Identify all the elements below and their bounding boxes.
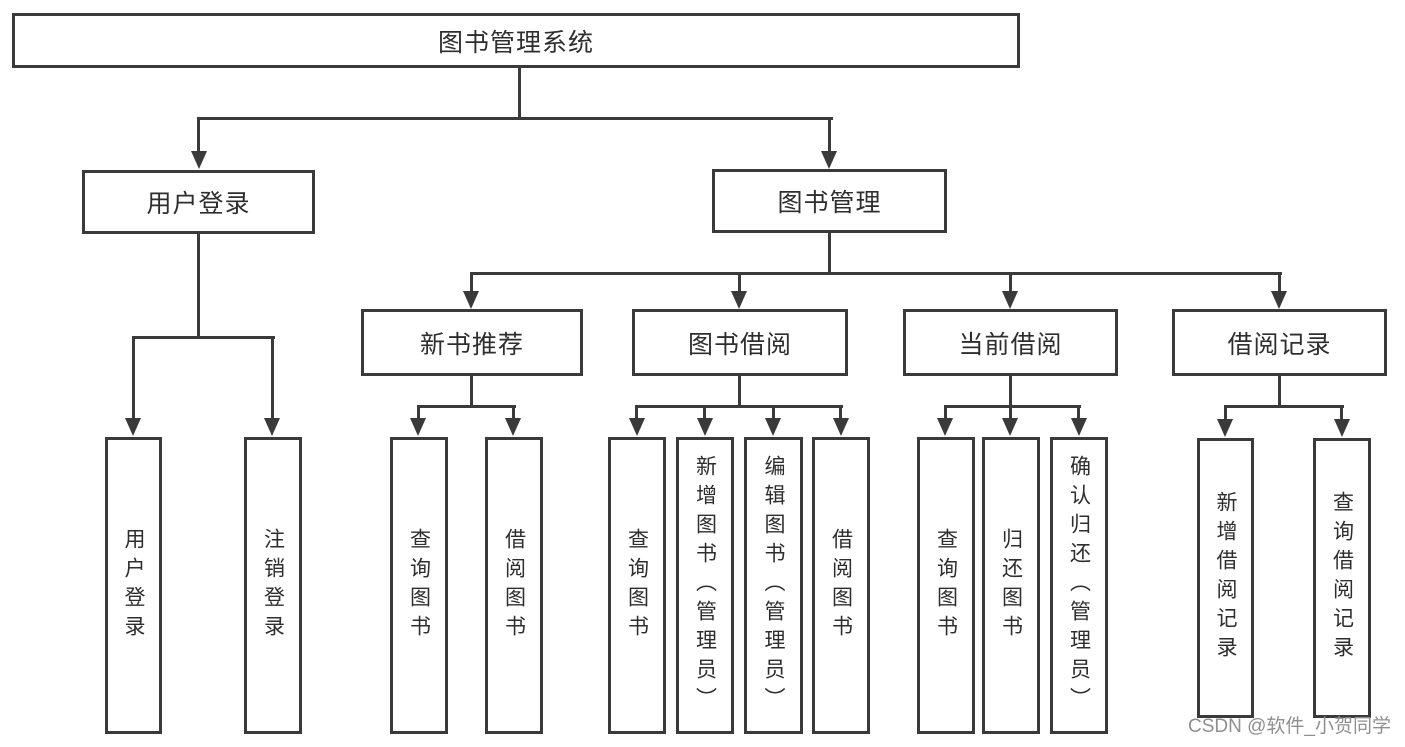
leaf-return-book: 归还图书	[982, 437, 1040, 734]
node-user-login: 用户登录	[82, 170, 315, 234]
connector-recommend-drop-2	[512, 405, 515, 421]
node-label: 图书管理	[777, 189, 882, 217]
connector-borrowing-drop-4	[839, 405, 842, 421]
connector-records-bar	[1224, 405, 1344, 408]
arrow-down-icon	[505, 418, 521, 436]
node-current-borrowing: 当前借阅	[903, 309, 1118, 376]
leaf-label: 注销登录	[261, 527, 285, 644]
arrow-down-icon	[821, 151, 837, 169]
leaf-query-books-borrowing: 查询图书	[608, 437, 666, 734]
connector-login-drop-right	[271, 336, 274, 421]
connector-borrowing-drop-3	[772, 405, 775, 421]
connector-root-stem	[518, 68, 521, 120]
connector-level3-bar	[470, 272, 1282, 275]
connector-current-drop-3	[1077, 405, 1080, 421]
leaf-label: 查询图书	[934, 527, 958, 644]
arrow-down-icon	[1002, 291, 1018, 309]
connector-current-bar	[944, 405, 1081, 408]
node-label: 图书管理系统	[437, 28, 594, 57]
connector-level3-drop-4	[1278, 272, 1281, 295]
connector-level3-drop-3	[1009, 272, 1012, 295]
connector-level2-bar	[197, 117, 833, 120]
node-label: 新书推荐	[419, 330, 524, 359]
leaf-label: 新增图书（管理员）	[693, 455, 717, 716]
arrow-down-icon	[833, 418, 849, 436]
leaf-query-books-current: 查询图书	[917, 437, 975, 734]
leaf-user-login: 用户登录	[105, 437, 162, 734]
connector-current-stem	[1009, 376, 1012, 408]
leaf-label: 查询图书	[625, 527, 649, 644]
arrow-down-icon	[1002, 418, 1018, 436]
connector-management-stem	[828, 233, 831, 275]
arrow-down-icon	[463, 291, 479, 309]
connector-current-drop-1	[944, 405, 947, 421]
connector-current-drop-2	[1009, 405, 1012, 421]
connector-level3-drop-1	[470, 272, 473, 295]
connector-level2-drop-left	[197, 117, 200, 153]
arrow-down-icon	[410, 418, 426, 436]
leaf-label: 归还图书	[999, 527, 1023, 644]
leaf-label: 用户登录	[122, 527, 145, 644]
node-book-management: 图书管理	[712, 169, 947, 233]
node-label: 用户登录	[146, 190, 251, 218]
node-label: 图书借阅	[687, 330, 792, 359]
connector-records-drop-1	[1224, 405, 1227, 422]
node-borrowing-records: 借阅记录	[1172, 309, 1387, 376]
arrow-down-icon	[125, 418, 141, 436]
connector-login-bar	[132, 336, 275, 339]
connector-borrowing-drop-1	[635, 405, 638, 421]
node-book-borrowing: 图书借阅	[632, 309, 848, 376]
node-library-management-system: 图书管理系统	[12, 13, 1020, 68]
connector-level2-drop-right	[828, 117, 831, 153]
arrow-down-icon	[1334, 419, 1350, 437]
node-new-book-recommend: 新书推荐	[361, 309, 583, 376]
arrow-down-icon	[1217, 419, 1233, 437]
connector-login-drop-left	[132, 336, 135, 421]
leaf-label: 查询图书	[407, 527, 431, 644]
connector-records-stem	[1278, 376, 1281, 407]
node-label: 当前借阅	[958, 330, 1063, 359]
arrow-down-icon	[1271, 291, 1287, 309]
leaf-logout: 注销登录	[244, 437, 302, 734]
arrow-down-icon	[697, 418, 713, 436]
leaf-borrow-books-recommend: 借阅图书	[485, 437, 543, 734]
connector-login-stem	[197, 234, 200, 339]
leaf-label: 确认归还（管理员）	[1067, 455, 1091, 716]
leaf-confirm-return-admin: 确认归还（管理员）	[1050, 437, 1108, 734]
leaf-label: 借阅图书	[829, 527, 853, 644]
node-label: 借阅记录	[1227, 330, 1332, 359]
leaf-label: 借阅图书	[502, 527, 526, 644]
arrow-down-icon	[191, 151, 207, 169]
leaf-add-borrow-record: 新增借阅记录	[1197, 438, 1254, 718]
connector-borrowing-stem	[738, 376, 741, 408]
leaf-add-book-admin: 新增图书（管理员）	[676, 437, 734, 734]
leaf-label: 查询借阅记录	[1330, 491, 1354, 665]
arrow-down-icon	[1071, 418, 1087, 436]
connector-level3-drop-2	[738, 272, 741, 295]
connector-records-drop-2	[1340, 405, 1343, 422]
connector-recommend-stem	[470, 376, 473, 408]
leaf-edit-book-admin: 编辑图书（管理员）	[744, 437, 803, 734]
leaf-label: 编辑图书（管理员）	[762, 455, 785, 716]
leaf-label: 新增借阅记录	[1214, 491, 1237, 665]
arrow-down-icon	[937, 418, 953, 436]
leaf-query-borrow-record: 查询借阅记录	[1313, 438, 1371, 718]
csdn-watermark: CSDN @软件_小贺同学	[1188, 716, 1391, 737]
arrow-down-icon	[264, 418, 280, 436]
arrow-down-icon	[629, 418, 645, 436]
leaf-borrow-books-borrowing: 借阅图书	[812, 437, 870, 734]
connector-recommend-bar	[417, 405, 516, 408]
leaf-query-books-recommend: 查询图书	[390, 437, 448, 734]
arrow-down-icon	[765, 418, 781, 436]
arrow-down-icon	[731, 291, 747, 309]
connector-recommend-drop-1	[417, 405, 420, 421]
connector-borrowing-drop-2	[703, 405, 706, 421]
connector-borrowing-bar	[635, 405, 843, 408]
